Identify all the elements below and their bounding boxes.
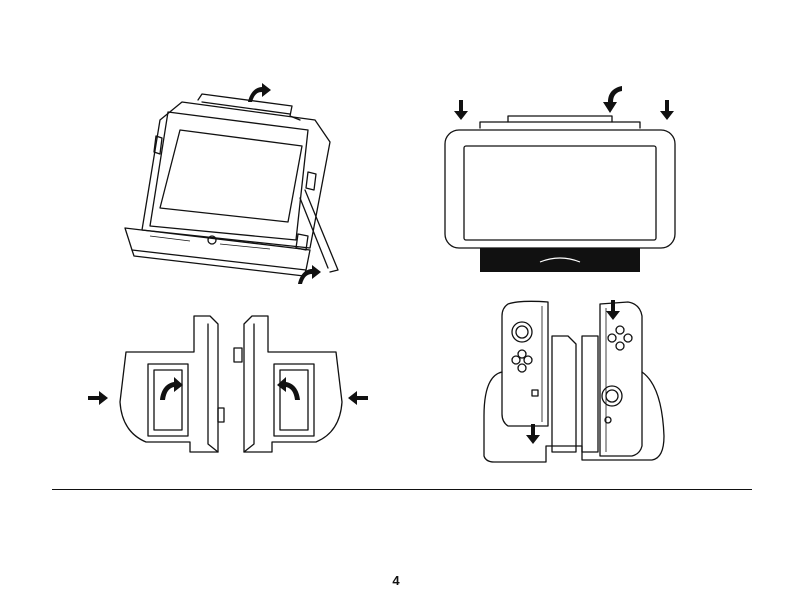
- stand-unfold-illustration: [120, 80, 360, 290]
- down-arrow-icon: [454, 100, 468, 120]
- curved-arrow-icon: [246, 82, 272, 104]
- grip-assemble-illustration: [86, 312, 376, 464]
- console-insert-illustration: [440, 82, 680, 282]
- curved-arrow-icon: [600, 84, 624, 114]
- curved-arrow-icon: [276, 376, 302, 402]
- down-arrow-icon: [606, 300, 620, 320]
- joycon-attach-illustration: [482, 296, 672, 466]
- left-arrow-icon: [348, 391, 368, 405]
- page-number: 4: [384, 573, 408, 588]
- curved-arrow-icon: [296, 264, 322, 286]
- down-arrow-icon: [660, 100, 674, 120]
- footer-divider: [52, 489, 752, 490]
- down-arrow-icon: [526, 424, 540, 444]
- right-arrow-icon: [88, 391, 108, 405]
- curved-arrow-icon: [158, 376, 184, 402]
